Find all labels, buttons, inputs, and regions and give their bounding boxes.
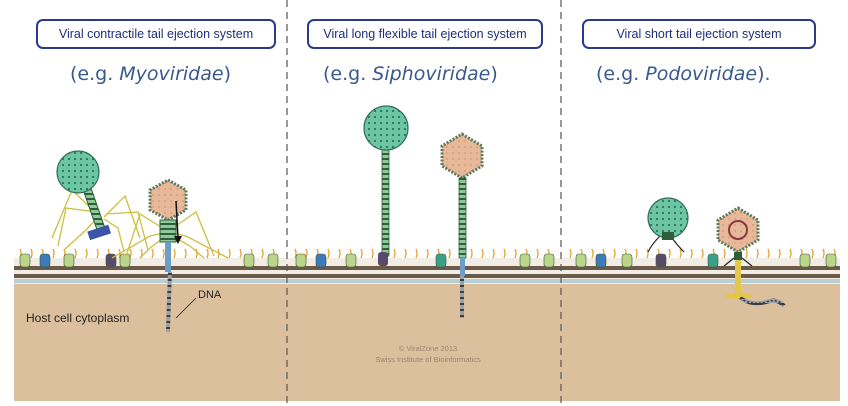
- lipid-tail: [173, 248, 176, 259]
- lipid-tail: [536, 248, 539, 259]
- membrane-protein: [655, 253, 667, 268]
- family-name: Podoviridae: [645, 63, 758, 85]
- lipid-tail: [206, 248, 209, 259]
- siphovirus-attaching: [363, 105, 409, 266]
- lipid-tail: [448, 248, 451, 259]
- podovirus-injecting: [716, 206, 786, 308]
- cytoplasm-region: [14, 283, 840, 401]
- lipid-tail: [481, 248, 484, 259]
- panel-title-short: Viral short tail ejection system: [582, 19, 816, 49]
- lipid-tail: [74, 248, 77, 259]
- lipid-tail: [195, 248, 198, 259]
- lipid-tail: [327, 248, 330, 259]
- lipid-tail: [404, 248, 407, 259]
- membrane-protein: [519, 253, 531, 268]
- lipid-tail: [239, 248, 242, 259]
- membrane-protein: [267, 253, 279, 268]
- cytoplasm-label: Host cell cytoplasm: [26, 311, 130, 325]
- myovirus-attaching: [51, 150, 149, 253]
- credit-line-1: © ViralZone 2013: [398, 344, 458, 353]
- membrane-protein: [575, 253, 587, 268]
- siphovirus-injecting: [440, 132, 484, 318]
- membrane-protein: [543, 253, 555, 268]
- membrane-protein: [295, 253, 307, 268]
- lipid-tail: [470, 248, 473, 259]
- lipid-tail: [294, 248, 297, 259]
- lipid-tail: [745, 248, 748, 259]
- lipid-tail: [184, 248, 187, 259]
- credit-line-2: Swiss Institute of Bioinformatics: [375, 355, 481, 364]
- lipid-tail: [591, 248, 594, 259]
- membrane-protein: [707, 253, 719, 268]
- example-prefix: (e.g.: [70, 63, 120, 85]
- membrane-protein: [621, 253, 633, 268]
- lipid-tail: [756, 248, 759, 259]
- lipid-tail: [360, 248, 363, 259]
- membrane-protein: [345, 253, 357, 268]
- lipid-tail: [393, 248, 396, 259]
- membrane-protein: [39, 253, 51, 268]
- lipid-tail: [569, 248, 572, 259]
- panel-title-contractile: Viral contractile tail ejection system: [36, 19, 276, 49]
- lipid-tail: [778, 248, 781, 259]
- myovirus-injecting: [111, 178, 229, 333]
- lipid-tail: [492, 248, 495, 259]
- family-name: Myoviridae: [119, 63, 224, 85]
- lipid-tail: [85, 248, 88, 259]
- host-membrane: [14, 248, 840, 284]
- lipid-tail: [503, 248, 506, 259]
- lipid-tail: [371, 248, 374, 259]
- lipid-tail: [151, 248, 154, 259]
- lipid-tail: [52, 248, 55, 259]
- membrane-protein: [799, 253, 811, 268]
- lipid-tail: [228, 248, 231, 259]
- lipid-tail: [30, 248, 33, 259]
- lipid-tail: [668, 248, 671, 259]
- membrane-protein: [243, 253, 255, 268]
- example-podoviridae: (e.g. Podoviridae).: [596, 63, 771, 85]
- lipid-tail: [613, 248, 616, 259]
- example-prefix: (e.g.: [323, 63, 373, 85]
- lipid-tail: [767, 248, 770, 259]
- lipid-tail: [811, 248, 814, 259]
- lipid-tail: [723, 248, 726, 259]
- lipid-tail: [635, 248, 638, 259]
- membrane-protein: [119, 253, 131, 268]
- example-siphoviridae: (e.g. Siphoviridae): [323, 63, 498, 85]
- lipid-tail: [338, 248, 341, 259]
- lipid-tail: [646, 248, 649, 259]
- dna-pointer: [175, 297, 197, 319]
- membrane-protein: [19, 253, 31, 268]
- family-name: Siphoviridae: [372, 63, 491, 85]
- lipid-tail: [822, 248, 825, 259]
- panel-title-flexible: Viral long flexible tail ejection system: [307, 19, 543, 49]
- membrane-protein: [435, 253, 447, 268]
- membrane-protein: [825, 253, 837, 268]
- lipid-tail: [162, 248, 165, 259]
- example-suffix: ).: [757, 63, 771, 85]
- example-suffix: ): [223, 63, 231, 85]
- lipid-tail: [426, 248, 429, 259]
- membrane-protein: [315, 253, 327, 268]
- membrane-protein: [63, 253, 75, 268]
- lipid-tail: [514, 248, 517, 259]
- membrane-protein: [595, 253, 607, 268]
- example-suffix: ): [490, 63, 498, 85]
- lipid-tail: [261, 248, 264, 259]
- lipid-tail: [701, 248, 704, 259]
- lipid-tail: [789, 248, 792, 259]
- podovirus-attaching: [647, 197, 689, 253]
- example-prefix: (e.g.: [596, 63, 646, 85]
- lipid-tail: [690, 248, 693, 259]
- lipid-tail: [679, 248, 682, 259]
- lipid-tail: [415, 248, 418, 259]
- dna-label: DNA: [198, 289, 222, 301]
- example-myoviridae: (e.g. Myoviridae): [70, 63, 231, 85]
- lipid-tail: [96, 248, 99, 259]
